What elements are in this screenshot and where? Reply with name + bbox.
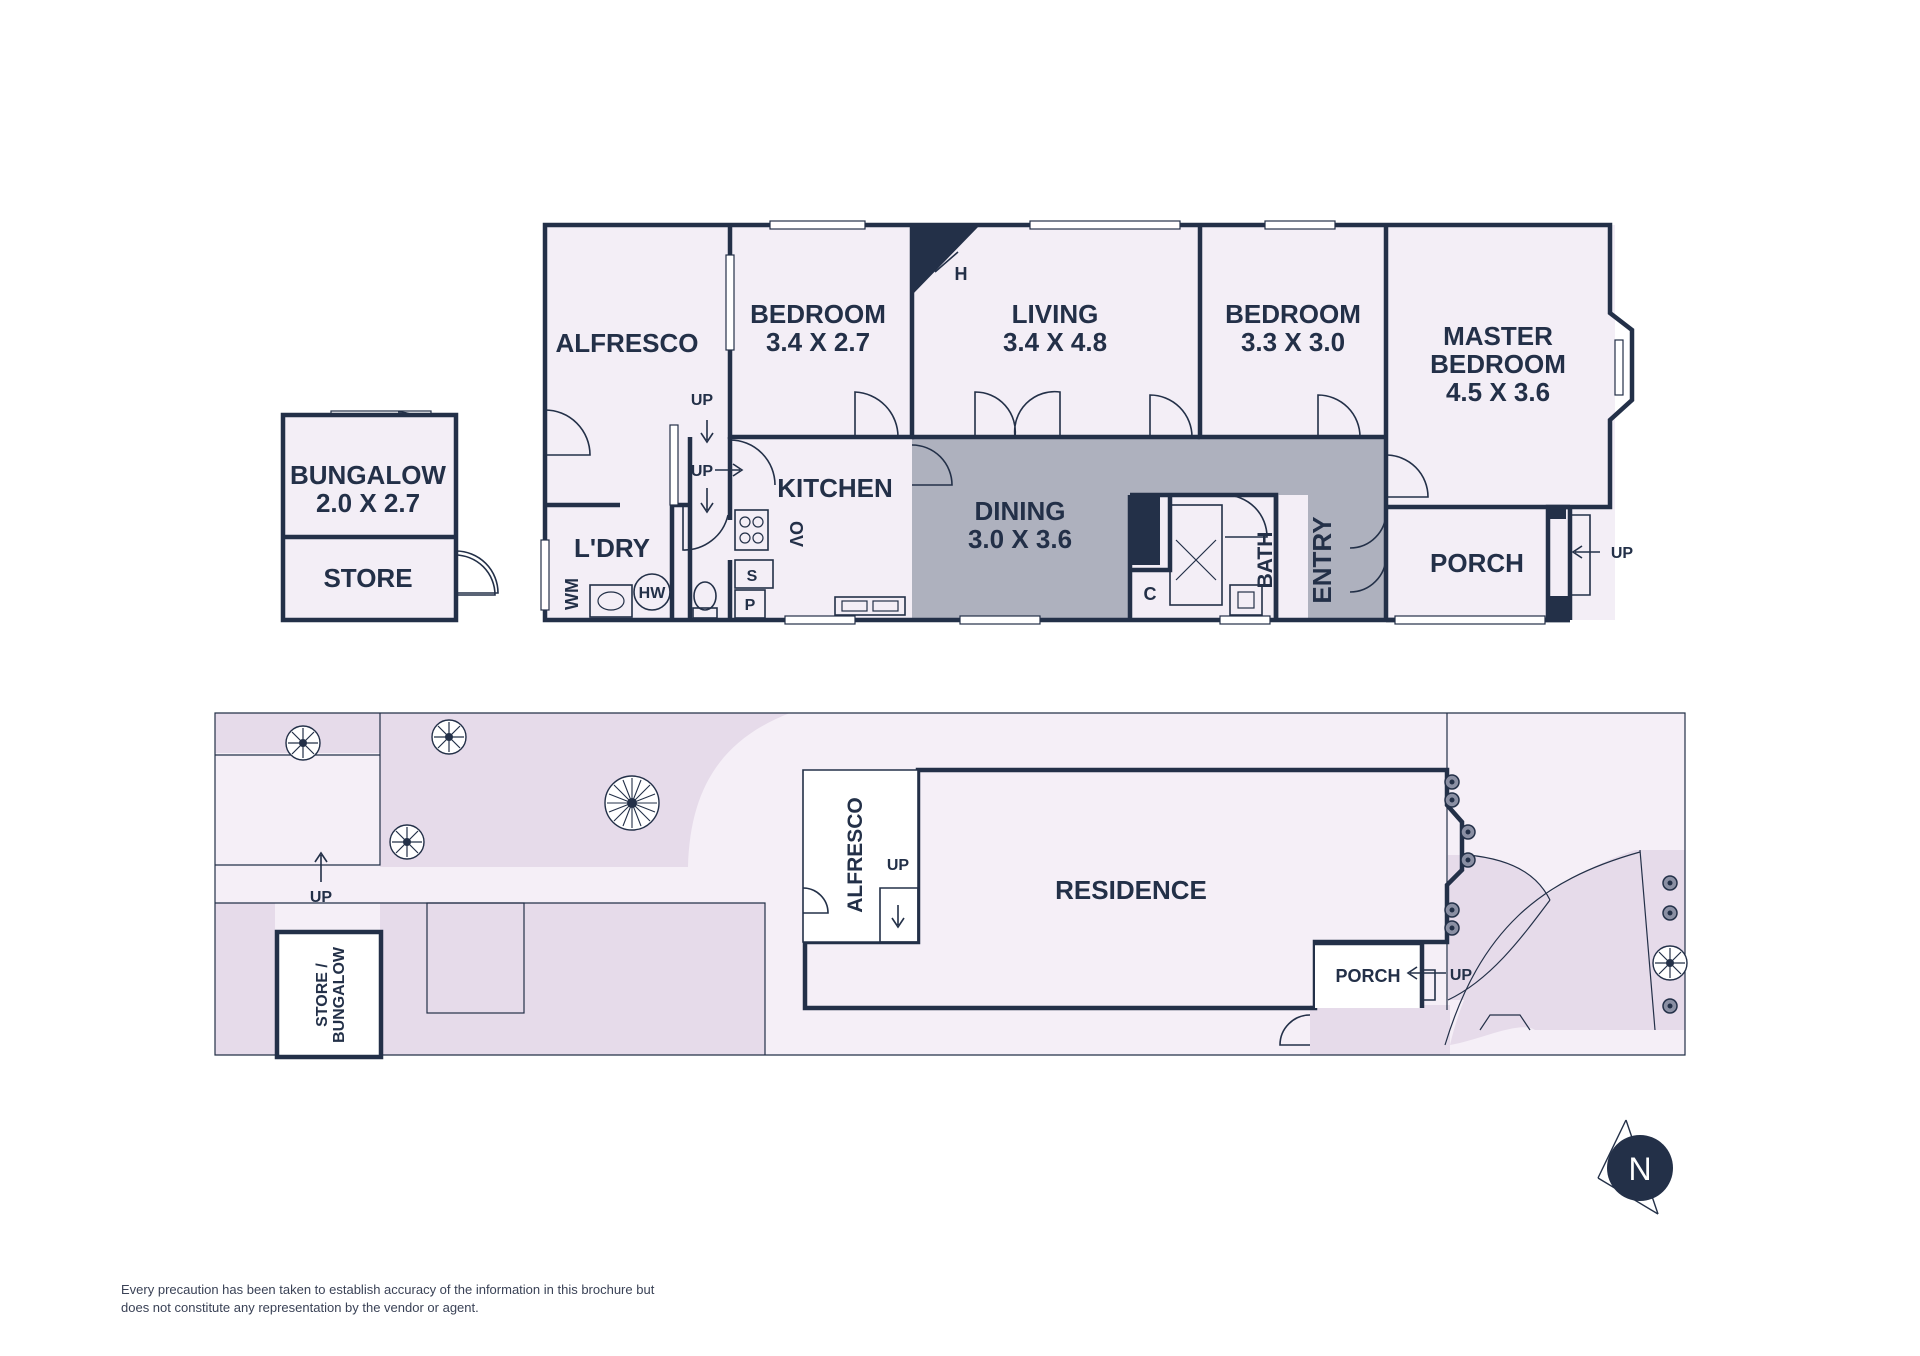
room-label-porch: PORCH: [1430, 548, 1524, 578]
site-plan: [214, 712, 1688, 1060]
room-size-bedroom-right: 3.3 X 3.0: [1241, 327, 1345, 357]
room-label-entry: ENTRY: [1307, 516, 1337, 603]
room-label-laundry: L'DRY: [574, 533, 650, 563]
pantry-label: P: [745, 597, 756, 614]
room-size-living: 3.4 X 4.8: [1003, 327, 1107, 357]
room-label-living: LIVING: [1012, 299, 1099, 329]
room-label-bath: BATH: [1254, 532, 1277, 589]
site-label-alfresco: ALFRESCO: [844, 797, 867, 913]
room-label-master-line1: MASTER: [1443, 321, 1553, 351]
house-floor-plan: [280, 220, 1635, 625]
floor-plan-labels: ALFRESCO BEDROOM 3.4 X 2.7 LIVING 3.4 X …: [290, 264, 1633, 614]
site-up-label-porch: UP: [1450, 967, 1473, 984]
room-size-bedroom-left: 3.4 X 2.7: [766, 327, 870, 357]
cupboard-label: C: [1144, 584, 1157, 604]
compass-north-label: N: [1628, 1151, 1651, 1187]
heater-label: H: [955, 264, 968, 284]
room-label-bungalow: BUNGALOW: [290, 460, 446, 490]
up-label-porch: UP: [1611, 545, 1634, 562]
site-plan-labels: RESIDENCE ALFRESCO PORCH STORE / BUNGALO…: [310, 797, 1473, 1043]
site-up-label-alfresco: UP: [887, 857, 910, 874]
site-label-residence: RESIDENCE: [1055, 875, 1207, 905]
site-label-store-line2: BUNGALOW: [331, 946, 348, 1043]
hot-water-label: HW: [639, 585, 667, 602]
room-label-store: STORE: [323, 563, 412, 593]
room-label-dining: DINING: [975, 496, 1066, 526]
oven-label: OV: [786, 521, 806, 547]
north-compass-icon: N: [1597, 1119, 1673, 1215]
washing-machine-label: WM: [562, 578, 582, 610]
room-label-bedroom-left: BEDROOM: [750, 299, 886, 329]
room-size-master: 4.5 X 3.6: [1446, 377, 1550, 407]
site-up-label-yard: UP: [310, 889, 333, 906]
site-label-porch: PORCH: [1335, 966, 1400, 986]
room-label-alfresco: ALFRESCO: [556, 328, 699, 358]
disclaimer-text: Every precaution has been taken to estab…: [121, 1282, 655, 1315]
up-label-kitchen: UP: [691, 463, 714, 480]
sink-label: S: [747, 568, 758, 585]
room-size-dining: 3.0 X 3.6: [968, 524, 1072, 554]
room-size-bungalow: 2.0 X 2.7: [316, 488, 420, 518]
up-label-alfresco: UP: [691, 392, 714, 409]
room-label-kitchen: KITCHEN: [777, 473, 893, 503]
site-label-store-line1: STORE /: [314, 963, 331, 1027]
room-label-bedroom-right: BEDROOM: [1225, 299, 1361, 329]
room-label-master-line2: BEDROOM: [1430, 349, 1566, 379]
